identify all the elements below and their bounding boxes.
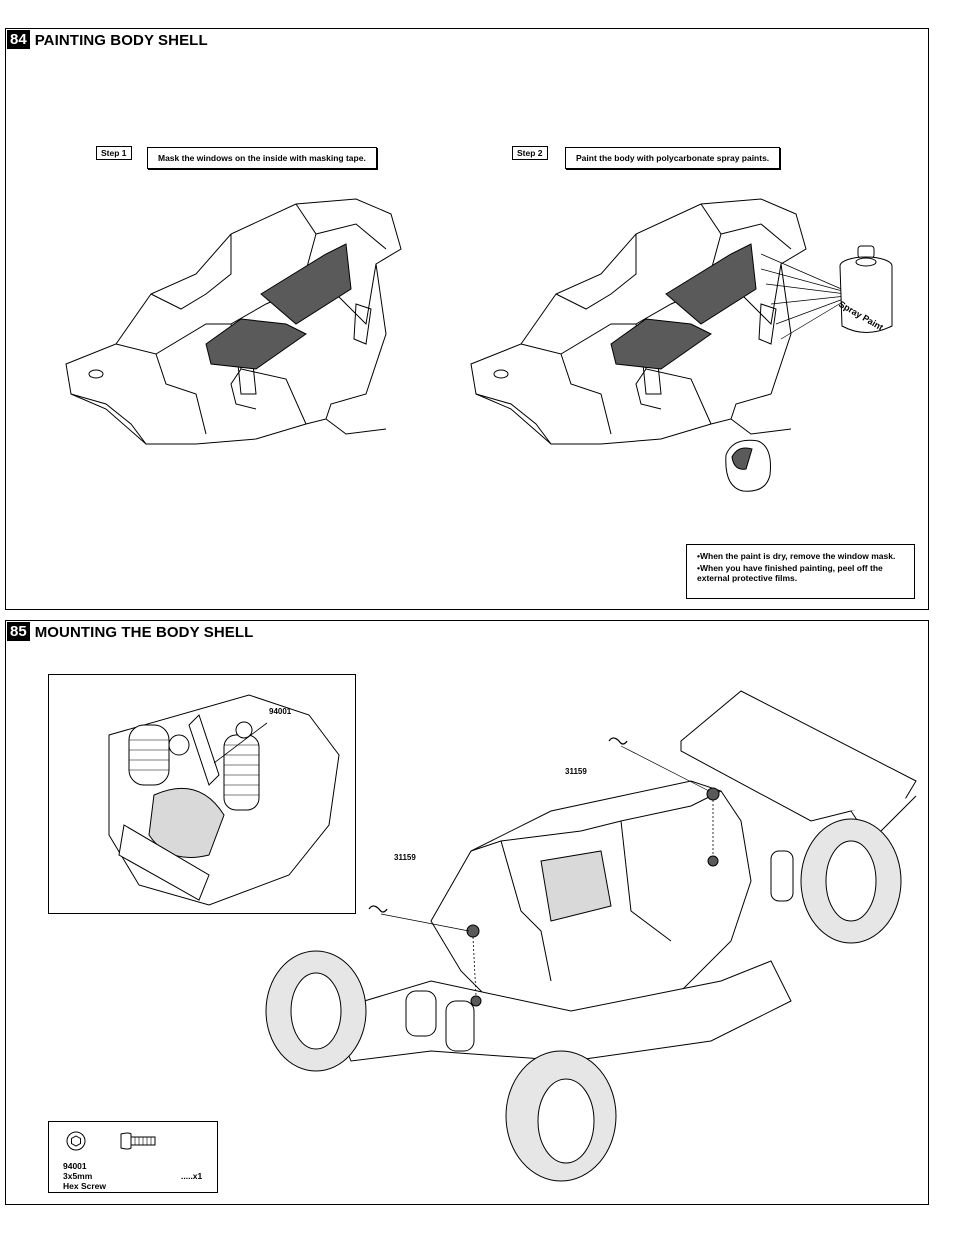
step-84-panel: 84 PAINTING BODY SHELL Step 1 Mask the w…	[5, 28, 929, 610]
hardware-quantity: .....x1	[181, 1171, 203, 1181]
spray-mist-lines	[760, 253, 847, 340]
inset-front-shock-illustration	[108, 694, 340, 906]
step-title: MOUNTING THE BODY SHELL	[34, 623, 254, 641]
body-post-front	[466, 924, 480, 938]
step-84-header: 84 PAINTING BODY SHELL	[6, 29, 208, 49]
body-clip-right-icon	[608, 737, 628, 745]
rear-window-mask	[260, 243, 352, 325]
step-title: PAINTING BODY SHELL	[34, 31, 208, 49]
body-shell-painted-illustration	[470, 198, 847, 445]
buggy-with-body-shell-illustration	[265, 690, 917, 1182]
note-1: •When the paint is dry, remove the windo…	[697, 551, 896, 561]
step-1-tag: Step 1	[96, 146, 132, 160]
hex-screw-head-icon	[66, 1131, 86, 1151]
part-31159-left-label: 31159	[394, 853, 416, 862]
step-85-panel: 85 MOUNTING THE BODY SHELL 94001	[5, 620, 929, 1205]
step-number: 84	[7, 30, 30, 49]
inset-detail-view: 94001	[48, 674, 356, 914]
hardware-code: 94001	[63, 1161, 87, 1171]
body-clip-left-icon	[368, 905, 388, 913]
body-shell-masked-illustration	[65, 198, 402, 445]
painting-notes: •When the paint is dry, remove the windo…	[686, 544, 915, 599]
step-number: 85	[7, 622, 30, 641]
step-2-tag: Step 2	[512, 146, 548, 160]
inset-part-94001-label: 94001	[269, 707, 292, 716]
note-2: •When you have finished painting, peel o…	[697, 563, 883, 583]
body-post-rear	[706, 787, 720, 801]
window-mask-piece-icon	[725, 439, 771, 492]
hardware-size: 3x5mm	[63, 1171, 93, 1181]
step-1-instruction: Mask the windows on the inside with mask…	[147, 147, 377, 169]
hardware-list-box: 94001 3x5mm .....x1 Hex Screw	[48, 1121, 218, 1193]
side-window-mask	[205, 318, 307, 370]
step-2-instruction: Paint the body with polycarbonate spray …	[565, 147, 781, 169]
hex-screw-side-icon	[120, 1132, 156, 1150]
hardware-name: Hex Screw	[63, 1181, 106, 1191]
step-85-header: 85 MOUNTING THE BODY SHELL	[6, 621, 253, 641]
spray-can-icon	[839, 245, 893, 333]
part-31159-right-label: 31159	[565, 767, 587, 776]
